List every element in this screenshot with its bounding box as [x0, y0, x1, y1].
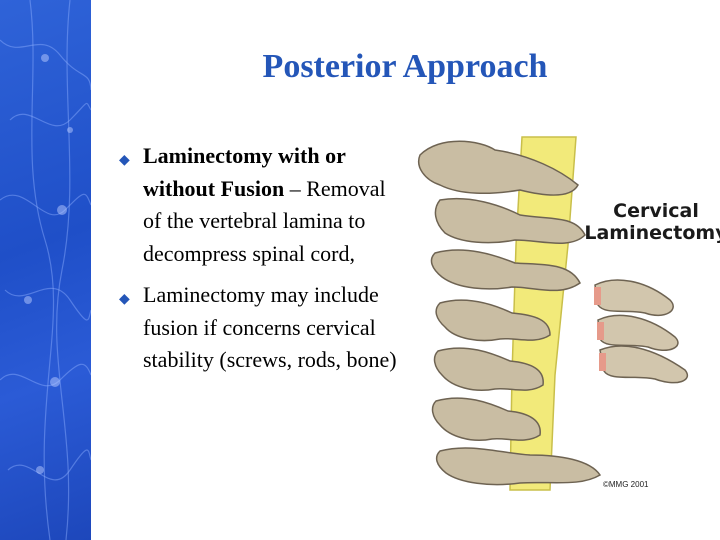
removed-lamina — [597, 314, 679, 351]
bullet-list: ◆ Laminectomy with or without Fusion – R… — [115, 140, 400, 386]
vertebra — [434, 197, 586, 245]
slide-title: Posterior Approach — [262, 48, 548, 85]
bullet-bold-text: Laminectomy with or without Fusion — [143, 143, 346, 201]
diamond-bullet-icon: ◆ — [119, 153, 130, 168]
bullet-text: – Removal of the vertebral lamina to dec… — [143, 175, 386, 266]
vertebra — [433, 347, 544, 391]
neuron-pattern-graphic — [0, 0, 91, 540]
figure-label-line2: Laminectomy — [584, 222, 720, 244]
diamond-bullet-icon: ◆ — [119, 292, 130, 307]
bullet-text: Laminectomy may include fusion if concer… — [143, 282, 397, 372]
bullet-item: ◆ Laminectomy may include fusion if conc… — [115, 279, 400, 377]
vertebra — [431, 397, 541, 441]
decorative-side-band — [0, 0, 91, 540]
figure-label: Cervical Laminectomy — [576, 200, 720, 244]
removed-lamina — [599, 345, 688, 384]
cut-surface — [594, 287, 601, 305]
vertebra — [430, 249, 581, 292]
cervical-spine-illustration — [418, 136, 688, 491]
vertebra — [435, 447, 602, 486]
figure-label-line1: Cervical — [613, 200, 699, 222]
vertebra — [418, 140, 579, 196]
vertebra — [435, 299, 551, 342]
copyright-notice: ©MMG 2001 — [603, 480, 649, 489]
removed-lamina — [594, 279, 674, 317]
bullet-item: ◆ Laminectomy with or without Fusion – R… — [115, 140, 400, 270]
cut-surface — [597, 322, 604, 340]
cut-surface — [599, 353, 606, 371]
